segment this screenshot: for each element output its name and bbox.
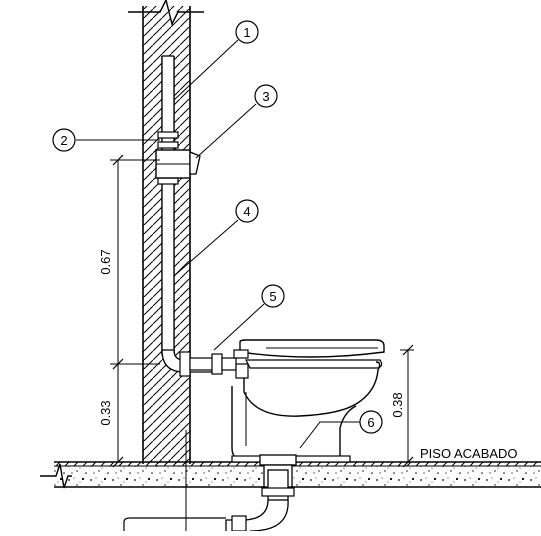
svg-text:6: 6 — [367, 415, 374, 430]
wall-break-line — [128, 0, 204, 27]
callout-leaders — [76, 39, 360, 449]
svg-text:4: 4 — [243, 204, 250, 219]
svg-text:1: 1 — [243, 25, 250, 40]
dimension-lower-text: 0.33 — [98, 400, 113, 425]
floor-slab — [40, 461, 541, 489]
callout-1: 1 — [235, 20, 259, 44]
callout-6: 6 — [359, 410, 383, 434]
svg-text:5: 5 — [269, 289, 276, 304]
callout-4: 4 — [235, 199, 259, 223]
dimension-upper-text: 0.67 — [98, 249, 113, 274]
floor-flange-and-drain — [123, 454, 297, 532]
svg-text:2: 2 — [60, 133, 67, 148]
callout-2: 2 — [52, 128, 76, 152]
dimension-left — [110, 154, 160, 468]
dimension-right — [400, 344, 414, 468]
callout-5: 5 — [261, 284, 285, 308]
floor-label: PISO ACABADO — [420, 446, 518, 461]
callout-3: 3 — [254, 84, 278, 108]
svg-text:3: 3 — [262, 89, 269, 104]
dimension-bowl-text: 0.38 — [390, 392, 405, 417]
water-supply-pipe — [155, 55, 237, 377]
toilet-fixture — [231, 339, 385, 463]
